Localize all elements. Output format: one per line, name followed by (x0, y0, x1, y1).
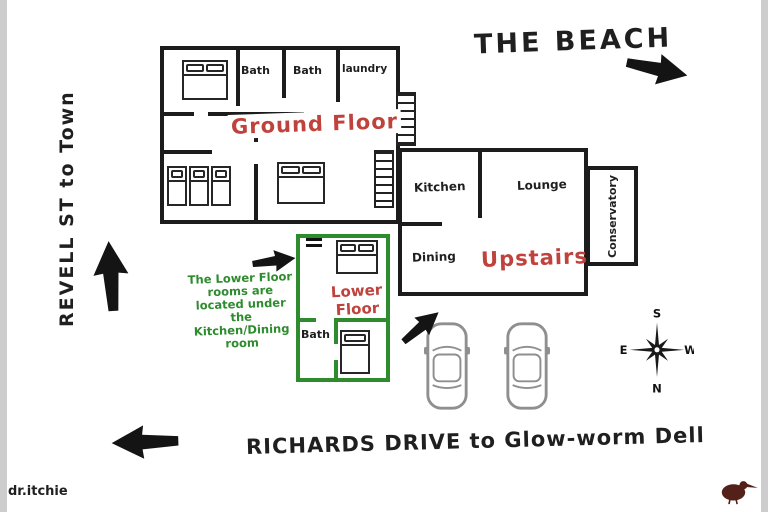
compass-e-label: E (620, 343, 628, 357)
window-icon (306, 238, 322, 247)
stairs-icon (374, 150, 394, 208)
richards-left-arrow-icon (107, 421, 182, 464)
lounge-label: Lounge (516, 177, 567, 193)
wall-segment (398, 292, 588, 296)
lower-floor-title: Lower Floor (329, 281, 385, 320)
wall-segment (334, 360, 338, 382)
wall-segment (160, 220, 400, 224)
note-pointer-arrow-icon (250, 245, 297, 277)
pillow-icon (358, 244, 374, 252)
lower-floor-note: The Lower Floor rooms are located under … (185, 269, 298, 352)
wall-segment (336, 46, 340, 102)
wall-segment (296, 378, 390, 382)
dining-label: Dining (411, 249, 457, 265)
kitchen-label: Kitchen (413, 179, 466, 195)
lower-bath-label: Bath (301, 328, 330, 341)
bath1-label: Bath (241, 64, 270, 77)
wall-segment (160, 112, 194, 116)
pillow-icon (302, 166, 321, 174)
laundry-label: laundry (342, 63, 388, 75)
double-bed-icon (277, 162, 325, 204)
wall-segment (282, 46, 286, 98)
wall-segment (296, 234, 300, 382)
double-bed-icon (336, 240, 378, 274)
pillow-icon (340, 244, 356, 252)
upstairs-title: Upstairs (480, 244, 589, 272)
conservatory-label: Conservatory (605, 174, 619, 258)
pillow-icon (344, 334, 366, 342)
bath2-label: Bath (293, 64, 322, 77)
pillow-icon (215, 170, 227, 178)
pillow-icon (193, 170, 205, 178)
lower-floor-plan (296, 234, 390, 382)
lower-floor-title-line2: Floor (335, 298, 380, 320)
wall-segment (236, 46, 240, 106)
single-bed-icon (167, 166, 187, 206)
conservatory-room: Conservatory (586, 166, 638, 266)
richards-drive-label: RICHARDS DRIVE to Glow-worm Dell (245, 422, 706, 460)
compass-w-label: W (684, 343, 694, 357)
car-icon (504, 320, 550, 412)
wall-segment (296, 318, 316, 322)
wall-segment (334, 322, 338, 344)
revell-street-label: REVELL ST to Town (56, 90, 78, 327)
left-border-strip (0, 0, 7, 512)
revell-up-arrow-icon (86, 217, 136, 336)
watermark-text: dr.itchie (8, 484, 68, 499)
wall-segment (160, 150, 212, 154)
compass-n-label: N (652, 382, 662, 396)
wall-segment (160, 46, 400, 50)
compass-s-label: S (653, 308, 661, 320)
single-bed-icon (340, 330, 370, 374)
pillow-icon (281, 166, 300, 174)
kiwi-bird-icon (718, 478, 758, 505)
wall-segment (386, 234, 390, 382)
pillow-icon (171, 170, 183, 178)
wall-segment (296, 234, 390, 238)
wall-segment (478, 148, 482, 218)
garage-arrow-icon (392, 299, 449, 355)
right-border-strip (761, 0, 768, 512)
car-icon (424, 320, 470, 412)
wall-segment (334, 318, 390, 322)
wall-segment (398, 222, 442, 226)
compass-rose-icon: S N E W (620, 308, 694, 400)
wall-segment (398, 148, 588, 152)
wall-segment (160, 46, 164, 224)
double-bed-icon (182, 60, 228, 100)
wall-segment (254, 164, 258, 222)
single-bed-icon (189, 166, 209, 206)
beach-arrow-icon (622, 40, 692, 98)
pillow-icon (186, 64, 204, 72)
pillow-icon (206, 64, 224, 72)
single-bed-icon (211, 166, 231, 206)
upstairs-floor-plan (398, 148, 588, 296)
